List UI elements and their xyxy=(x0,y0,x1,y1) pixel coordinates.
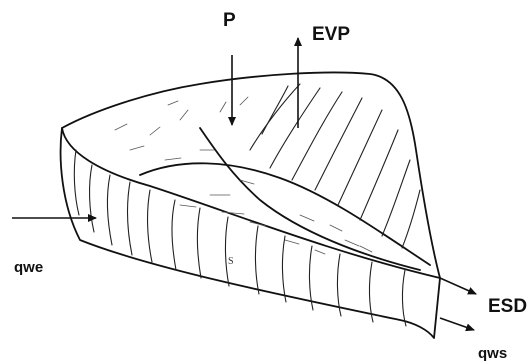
evaporation-label: EVP xyxy=(312,24,350,45)
inflow-label: qwe xyxy=(14,259,43,276)
storage-label: S xyxy=(228,256,234,267)
precipitation-label: P xyxy=(223,10,236,31)
discharge-arrow xyxy=(440,278,476,294)
outflow-label: qws xyxy=(478,345,507,362)
discharge-label: ESD xyxy=(488,296,527,317)
outflow-arrow xyxy=(440,318,474,330)
